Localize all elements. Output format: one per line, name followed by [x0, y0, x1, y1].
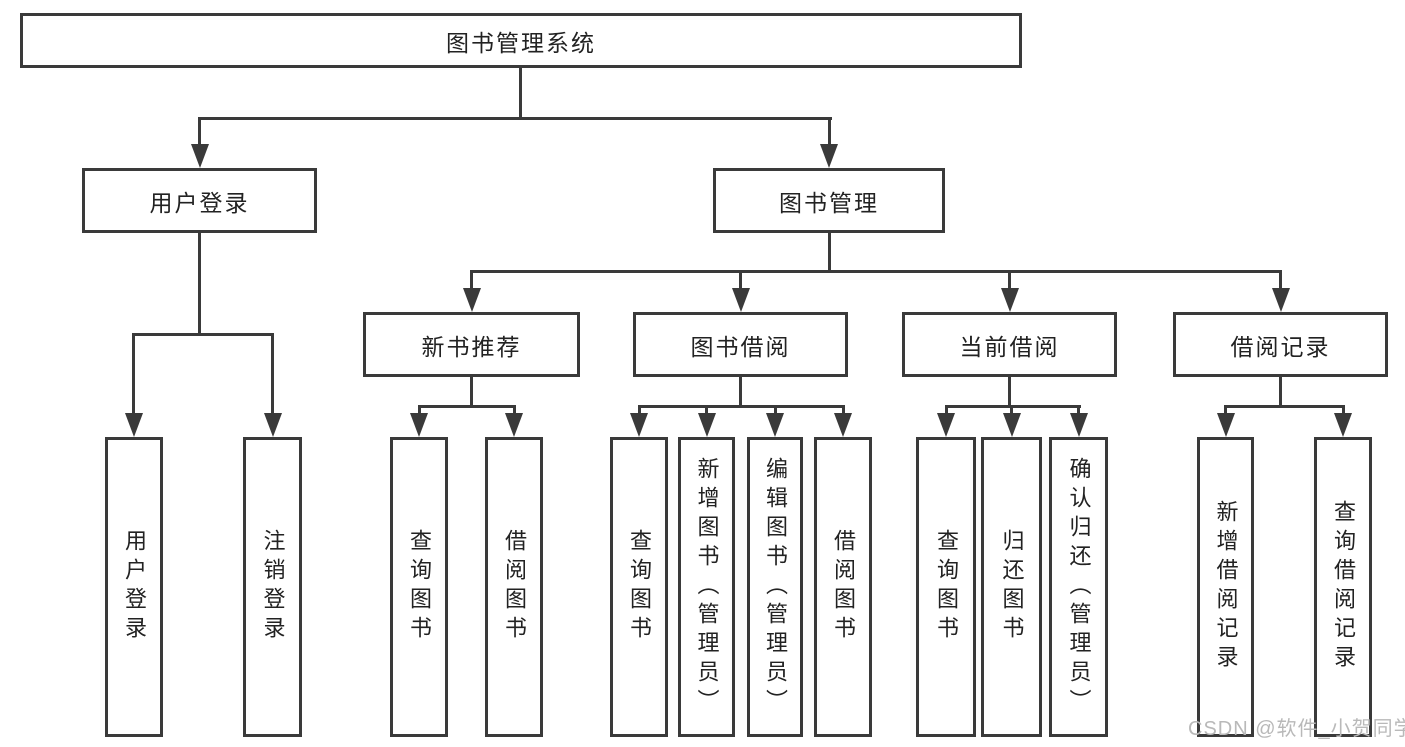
node-current-borrow-label: 当前借阅 [959, 333, 1060, 360]
node-new-book-recommend: 新书推荐 [363, 312, 580, 377]
connector-line [705, 405, 708, 416]
leaf-newbook-query-books-label: 查询图书 [407, 529, 432, 645]
connector-line [828, 233, 831, 273]
connector-line [418, 405, 516, 408]
connector-line [1279, 270, 1282, 290]
connector-line [945, 405, 1081, 408]
leaf-borrow-edit-books-admin: 编辑图书（管理员） [747, 437, 803, 737]
leaf-current-query-books-label: 查询图书 [934, 529, 959, 645]
leaf-current-confirm-return-admin: 确认归还（管理员） [1049, 437, 1108, 737]
node-book-mgmt-label: 图书管理 [779, 189, 879, 216]
node-current-borrow: 当前借阅 [902, 312, 1117, 377]
connector-line [842, 405, 845, 416]
leaf-user-login-label: 用户登录 [122, 529, 147, 645]
connector-line [1077, 405, 1080, 416]
connector-line [198, 233, 201, 336]
node-user-login-label: 用户登录 [149, 189, 250, 216]
leaf-borrow-add-books-admin: 新增图书（管理员） [678, 437, 735, 737]
connector-line [1342, 405, 1345, 416]
connector-line [198, 117, 832, 120]
connector-line [519, 68, 522, 120]
leaf-user-login: 用户登录 [105, 437, 163, 737]
arrow-down-icon [732, 288, 750, 312]
arrow-down-icon [1272, 288, 1290, 312]
connector-line [638, 405, 641, 416]
connector-line [774, 405, 777, 416]
connector-line [739, 270, 742, 290]
arrow-down-icon [264, 413, 282, 437]
leaf-borrow-borrow-books: 借阅图书 [814, 437, 872, 737]
node-root: 图书管理系统 [20, 13, 1022, 68]
arrow-down-icon [937, 413, 955, 437]
node-book-mgmt: 图书管理 [713, 168, 945, 233]
arrow-down-icon [410, 413, 428, 437]
leaf-records-query-borrow-record-label: 查询借阅记录 [1331, 500, 1356, 674]
leaf-records-add-borrow-record-label: 新增借阅记录 [1213, 500, 1239, 674]
connector-line [198, 117, 201, 147]
arrow-down-icon [820, 144, 838, 168]
connector-line [1008, 377, 1011, 408]
leaf-current-return-books-label: 归还图书 [999, 529, 1025, 645]
node-root-label: 图书管理系统 [446, 29, 596, 56]
node-borrow-records: 借阅记录 [1173, 312, 1388, 377]
leaf-borrow-query-books: 查询图书 [610, 437, 668, 737]
connector-line [638, 405, 845, 408]
connector-line [271, 333, 274, 417]
watermark: CSDN @软件_小贺同学 [1188, 718, 1405, 740]
node-user-login: 用户登录 [82, 168, 317, 233]
connector-line [513, 405, 516, 416]
leaf-newbook-borrow-books: 借阅图书 [485, 437, 543, 737]
leaf-current-confirm-return-admin-label: 确认归还（管理员） [1066, 456, 1092, 718]
node-borrow-records-label: 借阅记录 [1230, 333, 1331, 360]
connector-line [828, 117, 831, 147]
connector-line [1008, 270, 1011, 290]
leaf-logout: 注销登录 [243, 437, 302, 737]
connector-line [470, 270, 1282, 273]
connector-line [133, 333, 274, 336]
connector-line [1224, 405, 1227, 416]
connector-line [945, 405, 948, 416]
connector-line [132, 333, 135, 417]
leaf-current-query-books: 查询图书 [916, 437, 976, 737]
arrow-down-icon [834, 413, 852, 437]
connector-line [418, 405, 421, 416]
leaf-records-query-borrow-record: 查询借阅记录 [1314, 437, 1372, 737]
arrow-down-icon [505, 413, 523, 437]
node-new-book-recommend-label: 新书推荐 [421, 333, 522, 360]
leaf-borrow-add-books-admin-label: 新增图书（管理员） [694, 456, 720, 718]
connector-line [470, 377, 473, 408]
arrow-down-icon [1070, 413, 1088, 437]
node-book-borrow: 图书借阅 [633, 312, 848, 377]
connector-line [1279, 377, 1282, 408]
arrow-down-icon [698, 413, 716, 437]
arrow-down-icon [191, 144, 209, 168]
connector-line [1010, 405, 1013, 416]
leaf-borrow-query-books-label: 查询图书 [627, 529, 652, 645]
arrow-down-icon [1217, 413, 1235, 437]
leaf-borrow-edit-books-admin-label: 编辑图书（管理员） [763, 456, 788, 718]
leaf-records-add-borrow-record: 新增借阅记录 [1197, 437, 1254, 737]
arrow-down-icon [1001, 288, 1019, 312]
connector-line [739, 377, 742, 408]
arrow-down-icon [1003, 413, 1021, 437]
connector-line [1224, 405, 1345, 408]
leaf-newbook-borrow-books-label: 借阅图书 [502, 529, 527, 645]
leaf-current-return-books: 归还图书 [981, 437, 1042, 737]
connector-line [470, 270, 473, 290]
arrow-down-icon [766, 413, 784, 437]
arrow-down-icon [630, 413, 648, 437]
arrow-down-icon [1334, 413, 1352, 437]
leaf-newbook-query-books: 查询图书 [390, 437, 448, 737]
leaf-borrow-borrow-books-label: 借阅图书 [831, 529, 856, 645]
arrow-down-icon [463, 288, 481, 312]
leaf-logout-label: 注销登录 [260, 529, 286, 645]
node-book-borrow-label: 图书借阅 [690, 333, 791, 360]
arrow-down-icon [125, 413, 143, 437]
